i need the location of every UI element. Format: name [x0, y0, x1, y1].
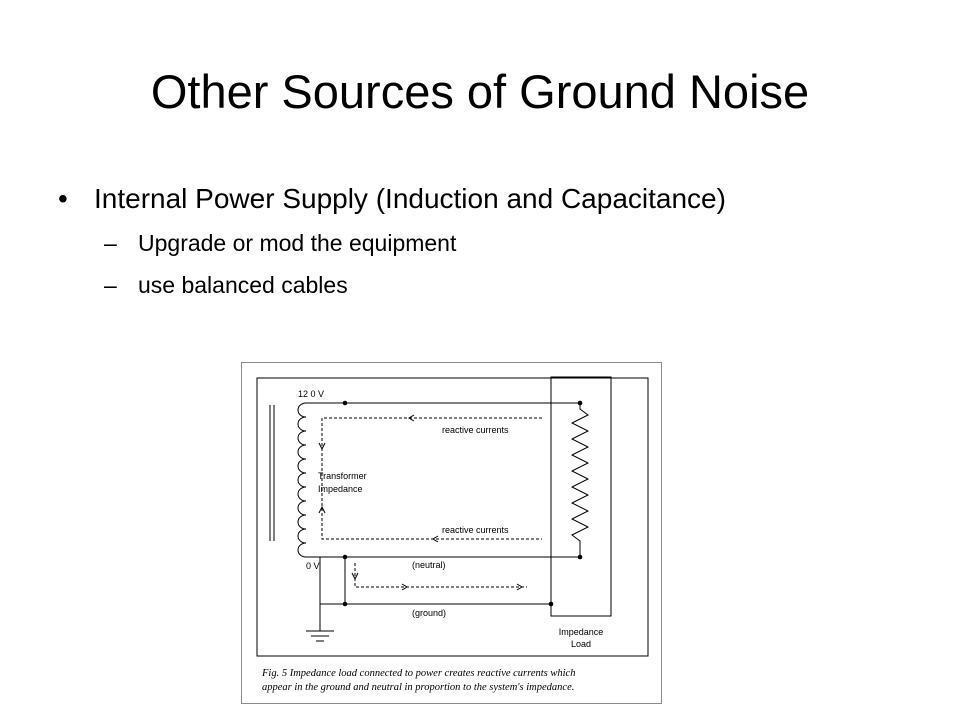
sub-bullet-text: use balanced cables	[138, 272, 348, 298]
ground-current-path	[354, 563, 527, 588]
arrow-icon	[351, 572, 359, 581]
circuit-figure: 12 0 V 0 V reactive currents reactive cu…	[241, 362, 662, 704]
load-box	[550, 376, 612, 617]
label-reactive-top: reactive currents	[442, 425, 509, 435]
arrow-icon	[408, 414, 415, 422]
figure-caption-line2: appear in the ground and neutral in prop…	[262, 682, 574, 693]
slide-title: Other Sources of Ground Noise	[150, 65, 810, 118]
sub-bullet-item: – Upgrade or mod the equipment	[104, 228, 878, 258]
label-load: Load	[571, 639, 591, 649]
label-transformer: Transformer	[318, 471, 367, 481]
arrow-icon	[318, 505, 326, 514]
diagram-frame	[256, 377, 649, 657]
sub-bullet-dash: –	[104, 230, 117, 256]
bullet-dot: •	[58, 183, 68, 214]
bullet-text: Internal Power Supply (Induction and Cap…	[94, 183, 726, 214]
bullet-item: • Internal Power Supply (Induction and C…	[58, 176, 878, 222]
label-0v: 0 V	[306, 561, 320, 571]
arrow-icon	[318, 442, 326, 451]
sub-bullet-item: – use balanced cables	[104, 270, 878, 300]
arrow-icon	[516, 583, 523, 591]
transformer-coil	[297, 402, 307, 558]
junction-dot	[342, 400, 348, 406]
junction-dot	[342, 601, 348, 607]
label-ground: (ground)	[412, 608, 446, 618]
label-reactive-bottom: reactive currents	[442, 525, 509, 535]
load-resistor	[570, 403, 590, 557]
arrow-icon	[432, 535, 439, 543]
circuit-diagram: 12 0 V 0 V reactive currents reactive cu…	[256, 376, 649, 693]
label-transformer-impedance: Impedance	[318, 484, 363, 494]
label-neutral: (neutral)	[412, 560, 446, 570]
figure-caption-line1: Fig. 5 Impedance load connected to power…	[261, 668, 575, 679]
label-load-impedance: Impedance	[559, 627, 604, 637]
sub-bullet-text: Upgrade or mod the equipment	[138, 230, 457, 256]
arrow-icon	[401, 583, 408, 591]
sub-bullet-dash: –	[104, 272, 117, 298]
bullet-list: • Internal Power Supply (Induction and C…	[58, 176, 878, 300]
label-120v: 12 0 V	[298, 389, 324, 399]
reactive-current-loop	[321, 417, 542, 540]
